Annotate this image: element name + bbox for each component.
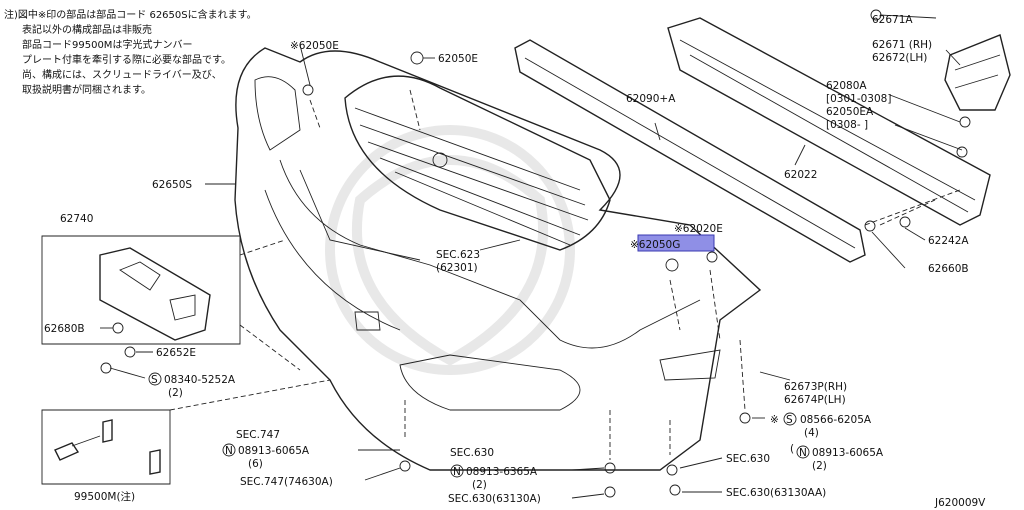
note-block: 注)図中※印の部品は部品コード 62650Sに含まれます。 表記以外の構成部品は… xyxy=(4,8,257,96)
bolt-icon xyxy=(959,116,971,128)
bolt-icon xyxy=(604,486,616,498)
bolt-icon xyxy=(739,412,751,424)
label-62050EA-range: [0308- ] xyxy=(826,119,868,131)
screw-icon xyxy=(706,251,718,263)
label-62090A[interactable]: 62090+A xyxy=(626,93,676,105)
bolt-icon xyxy=(604,462,616,474)
label-leaders xyxy=(100,14,963,499)
bolt-icon xyxy=(399,460,411,472)
label-sec630-c[interactable]: SEC.630 xyxy=(726,453,770,465)
bolt-icon xyxy=(666,464,678,476)
label-sec630-a[interactable]: SEC.630 xyxy=(450,447,494,459)
clip-icon xyxy=(956,146,968,158)
clip-icon xyxy=(665,258,679,272)
label-62020E[interactable]: ※62020E xyxy=(674,223,723,235)
label-sec747-a[interactable]: SEC.747 xyxy=(236,429,280,441)
label-62652E[interactable]: 62652E xyxy=(156,347,196,359)
qty-08913-6065A-left: (6) xyxy=(248,458,263,470)
nut-icon xyxy=(112,322,124,334)
label-sec623[interactable]: SEC.623 xyxy=(436,249,480,261)
label-62660B[interactable]: 62660B xyxy=(928,263,969,275)
license-bracket-box xyxy=(41,235,241,345)
qty-08340: (2) xyxy=(168,387,183,399)
label-62022[interactable]: 62022 xyxy=(784,169,817,181)
note-line: プレート付車を牽引する際に必要な部品です。 xyxy=(22,53,231,66)
circled-s-letter: S xyxy=(151,374,158,386)
circled-s-icon xyxy=(148,372,162,386)
note-line: 表記以外の構成部品は非販売 xyxy=(22,23,152,36)
label-62242A[interactable]: 62242A xyxy=(928,235,969,247)
label-08913-6365A[interactable]: 08913-6365A xyxy=(466,466,538,478)
label-62740[interactable]: 62740 xyxy=(60,213,93,225)
label-62050G[interactable]: ※62050G xyxy=(630,239,680,251)
clip-icon xyxy=(410,51,424,65)
fasteners xyxy=(100,9,971,498)
label-62080A[interactable]: 62080A xyxy=(826,80,867,92)
circled-n-letter: N xyxy=(453,466,461,478)
label-08913-6065A-left[interactable]: 08913-6065A xyxy=(238,445,310,457)
label-62650S[interactable]: 62650S xyxy=(152,179,192,191)
label-62050E-left[interactable]: ※62050E xyxy=(290,40,339,52)
bumper-fascia xyxy=(234,47,762,471)
label-62080A-range: [0301-0308] xyxy=(826,93,891,105)
circled-s-icon xyxy=(783,412,797,426)
side-bracket-rh xyxy=(944,34,1011,111)
circled-n-letter: N xyxy=(799,447,807,459)
label-08566-6205A[interactable]: 08566-6205A xyxy=(800,414,872,426)
diagram-code: J620009V xyxy=(934,497,986,509)
note-mark: ※ xyxy=(770,414,779,426)
note-line: 注)図中※印の部品は部品コード 62650Sに含まれます。 xyxy=(4,8,257,21)
label-62671A[interactable]: 62671A xyxy=(872,14,913,26)
label-08340-5252A[interactable]: 08340-5252A xyxy=(164,374,236,386)
nut-icon xyxy=(124,346,136,358)
dashed-leaders xyxy=(169,89,961,460)
part-labels: ※62050E 62050E 62650S 62740 62680B 62652… xyxy=(44,14,986,509)
label-08913-6065A-right[interactable]: 08913-6065A xyxy=(812,447,884,459)
bolt-icon xyxy=(669,484,681,496)
bolt-icon xyxy=(899,216,911,228)
circled-n-icon xyxy=(796,445,810,459)
label-sec630-b[interactable]: SEC.630(63130A) xyxy=(448,493,541,505)
bolt-icon xyxy=(100,362,112,374)
note-line: 取扱説明書が同梱されます。 xyxy=(22,83,151,96)
clip-icon xyxy=(302,84,314,96)
note-line: 尚、構成には、スクリュードライバー及び、 xyxy=(22,68,222,81)
qty-08913-6365A: (2) xyxy=(472,479,487,491)
label-sec623-ref: (62301) xyxy=(436,262,478,274)
energy-absorber xyxy=(514,39,866,263)
circled-s-letter: S xyxy=(786,414,793,426)
label-62050E-top[interactable]: 62050E xyxy=(438,53,478,65)
label-62673P[interactable]: 62673P(RH) xyxy=(784,381,847,393)
label-62672[interactable]: 62672(LH) xyxy=(872,52,927,64)
tow-hook-kit-box xyxy=(41,409,171,485)
paren-open: ( xyxy=(790,443,794,455)
grille xyxy=(344,75,611,251)
label-62680B[interactable]: 62680B xyxy=(44,323,85,335)
reinforcement-beam xyxy=(667,17,991,226)
label-62674P[interactable]: 62674P(LH) xyxy=(784,394,846,406)
nut-icon xyxy=(864,220,876,232)
circled-n-letter: N xyxy=(225,445,233,457)
label-sec747-b[interactable]: SEC.747(74630A) xyxy=(240,476,333,488)
qty-08566: (4) xyxy=(804,427,819,439)
label-99500M[interactable]: 99500M(注) xyxy=(74,490,135,503)
watermark xyxy=(325,125,575,375)
label-sec630-d[interactable]: SEC.630(63130AA) xyxy=(726,487,826,499)
circled-n-icon xyxy=(222,443,236,457)
qty-08913-6065A-right: (2) xyxy=(812,460,827,472)
highlight-62050G[interactable] xyxy=(637,234,715,252)
note-line: 部品コード99500Mは字光式ナンバー xyxy=(22,38,192,51)
label-62671[interactable]: 62671 (RH) xyxy=(872,39,932,51)
circled-n-icon xyxy=(450,464,464,478)
label-62050EA[interactable]: 62050EA xyxy=(826,106,874,118)
